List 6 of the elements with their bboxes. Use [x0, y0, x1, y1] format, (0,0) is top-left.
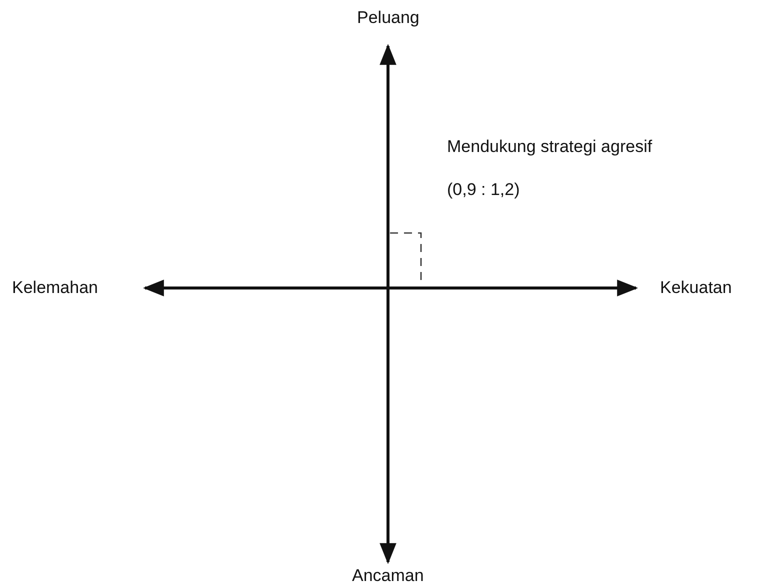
axis-label: Peluang [357, 8, 420, 28]
axis-label: Kelemahan [12, 278, 98, 298]
coordinate-value: (0,9 : 1,2) [447, 180, 520, 200]
quadrant-note: Mendukung strategi agresif [447, 137, 652, 157]
axis-label: Ancaman [352, 566, 424, 586]
axis-label: Kekuatan [660, 278, 732, 298]
